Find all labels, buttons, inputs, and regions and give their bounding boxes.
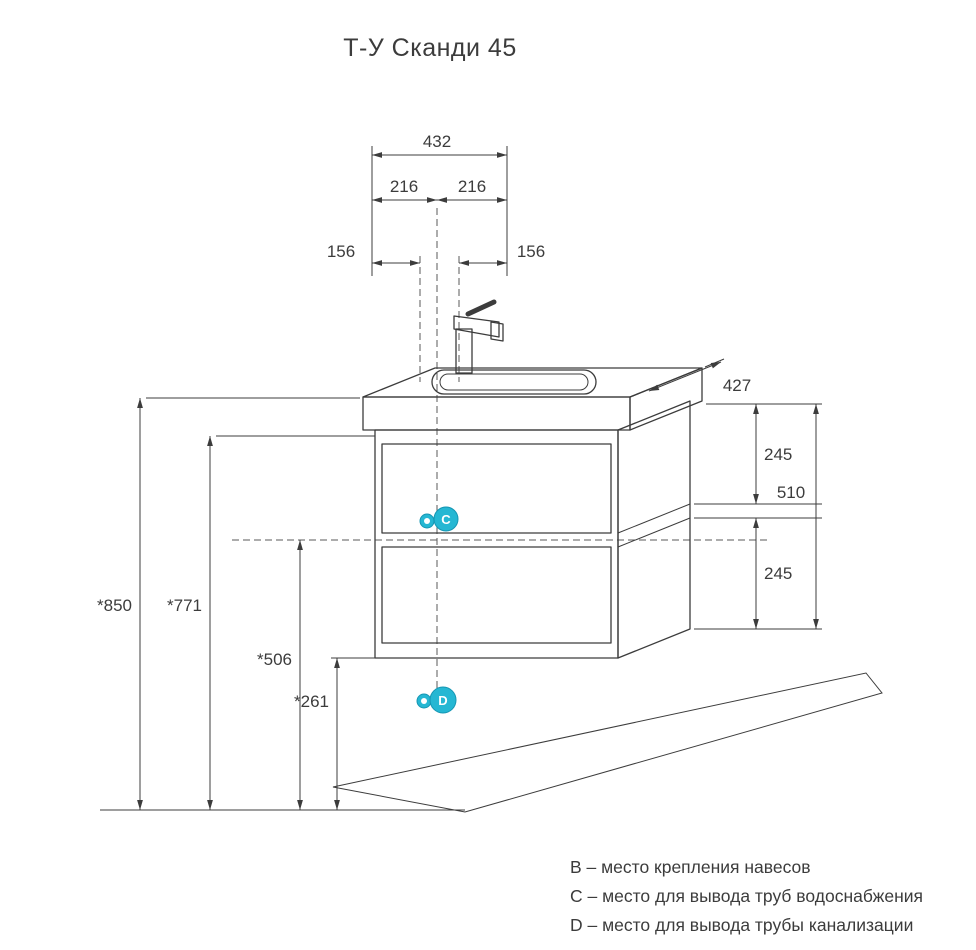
- dim-top-section: 245: [764, 445, 792, 464]
- cabinet-side: [617, 400, 691, 659]
- dim-offset-left: 156: [327, 242, 355, 261]
- dimensions-top: 432 216 216 156 156: [327, 132, 545, 276]
- faucet-spout: [453, 315, 500, 338]
- faucet: [453, 299, 504, 374]
- marker-drain: D: [416, 686, 457, 714]
- dim-bottom-height: *261: [294, 692, 329, 711]
- dim-supply-height: *506: [257, 650, 292, 669]
- dim-depth: 427: [723, 376, 751, 395]
- water-supply-circle-icon: [433, 506, 459, 532]
- dim-sink-height: *850: [97, 596, 132, 615]
- dimension-depth: 427: [632, 358, 751, 397]
- washbasin: [362, 367, 703, 431]
- drain-letter: D: [438, 693, 447, 708]
- legend-item-drain: D – место для вывода трубы канализации: [570, 915, 913, 935]
- drain-dot-center: [421, 698, 427, 704]
- legend-item-mounting: B – место крепления навесов: [570, 857, 811, 877]
- side-gap-line-bottom: [617, 517, 691, 548]
- cabinet-front: [374, 429, 619, 659]
- dimensions-left: *850 *771 *506 *261: [97, 397, 377, 810]
- drain-circle-icon: [429, 686, 457, 714]
- water-pipe-dot-center: [424, 518, 430, 524]
- faucet-body: [455, 328, 473, 374]
- faucet-spout-tip: [490, 321, 504, 342]
- drawer-top: [381, 443, 612, 534]
- sink-top-surface: [362, 367, 703, 398]
- marker-water-supply: C: [419, 506, 459, 532]
- dim-offset-right: 156: [517, 242, 545, 261]
- drawing-title: Т-У Сканди 45: [343, 34, 516, 62]
- centerlines: [232, 208, 770, 700]
- dim-mount-height: *771: [167, 596, 202, 615]
- water-supply-letter: C: [441, 512, 451, 527]
- cabinet: [374, 400, 691, 659]
- sink-front-face: [362, 396, 631, 431]
- dim-unit-height: 510: [777, 483, 805, 502]
- legend-item-water-supply: C – место для вывода труб водоснабжения: [570, 886, 923, 906]
- dim-width-half-left: 216: [390, 177, 418, 196]
- floor-plane: [100, 672, 883, 813]
- dim-width-half-right: 216: [458, 177, 486, 196]
- side-gap-line-top: [617, 503, 691, 534]
- dim-width-total: 432: [423, 132, 451, 151]
- dimensions-right: 245 245 510: [694, 403, 822, 630]
- sink-bowl-outer: [431, 369, 597, 395]
- faucet-lever: [465, 299, 497, 317]
- drawer-bottom: [381, 546, 612, 644]
- dim-bottom-section: 245: [764, 564, 792, 583]
- sink-bowl-inner: [439, 373, 589, 391]
- legend: B – место крепления навесов C – место дл…: [570, 857, 923, 935]
